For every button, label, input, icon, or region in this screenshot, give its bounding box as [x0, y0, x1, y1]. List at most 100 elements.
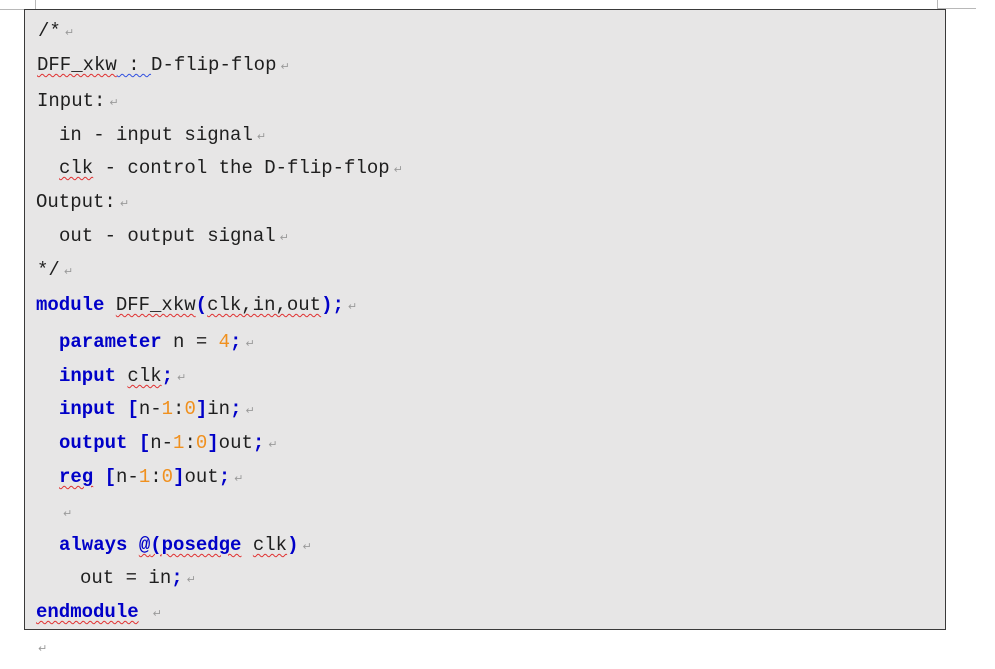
module-title-desc: D-flip-flop	[151, 54, 277, 76]
out-param-desc: out - output signal	[59, 225, 276, 247]
paragraph-mark: ↵	[393, 163, 403, 176]
paragraph-mark: ↵	[109, 96, 119, 109]
code-line-13: output [n-1:0]out;↵	[59, 431, 278, 455]
code-block: /*↵ DFF_xkw : D-flip-flop↵ Input:↵ in - …	[24, 9, 946, 630]
paragraph-mark: ↵	[119, 197, 130, 210]
semicolon: ;	[171, 567, 183, 589]
range-n: n-	[150, 432, 174, 454]
out-port: out	[218, 432, 253, 454]
code-line-9: module DFF_xkw(clk,in,out);↵	[36, 293, 357, 317]
code-line-15-empty: ↵	[59, 500, 72, 524]
semicolon: ;	[161, 365, 174, 387]
paragraph-mark: ↵	[152, 607, 162, 620]
code-line-7: out - output signal↵	[59, 224, 289, 248]
paragraph-mark: ↵	[177, 371, 187, 384]
in-param-name: in	[59, 124, 82, 146]
in-param-desc: - input signal	[81, 124, 253, 146]
comment-close: */	[37, 259, 60, 281]
semicolon: ;	[230, 398, 242, 420]
input-keyword: input	[59, 365, 117, 387]
paragraph-mark: ↵	[63, 265, 74, 278]
at-sign: @	[138, 534, 151, 556]
paragraph-mark: ↵	[347, 300, 358, 313]
clk-param-name: clk	[59, 157, 94, 179]
param-value: 4	[218, 331, 231, 353]
port-paren-open: (	[195, 294, 208, 316]
out-port: out	[184, 466, 219, 488]
port-list: clk,in,out	[207, 294, 322, 316]
range-n: n-	[116, 466, 139, 488]
paragraph-mark: ↵	[245, 337, 255, 350]
code-line-18: endmodule ↵	[36, 600, 162, 624]
semicolon: ;	[218, 466, 231, 488]
paragraph-mark: ↵	[279, 231, 289, 244]
parameter-keyword: parameter	[59, 331, 162, 353]
code-line-2: DFF_xkw : D-flip-flop↵	[37, 53, 290, 77]
paragraph-mark: ↵	[234, 472, 244, 485]
range-one: 1	[161, 398, 174, 420]
paragraph-mark: ↵	[280, 60, 290, 73]
bracket-open: [	[138, 432, 151, 454]
code-line-8: */↵	[37, 258, 73, 282]
range-zero: 0	[161, 466, 174, 488]
title-separator: :	[116, 54, 152, 76]
code-line-3: Input:↵	[37, 89, 119, 113]
range-one: 1	[173, 432, 185, 454]
range-zero: 0	[195, 432, 208, 454]
paren-open: (	[150, 534, 162, 556]
always-keyword: always	[59, 534, 128, 556]
module-title-name: DFF_xkw	[37, 54, 117, 76]
page-corner-mark-right	[937, 0, 976, 9]
bracket-close: ]	[207, 432, 219, 454]
output-keyword: output	[59, 432, 128, 454]
param-assign: n =	[161, 331, 219, 353]
paragraph-mark: ↵	[63, 507, 73, 520]
paragraph-mark: ↵	[64, 26, 75, 39]
range-colon: :	[173, 398, 185, 420]
paragraph-mark: ↵	[245, 404, 255, 417]
module-name: DFF_xkw	[115, 294, 196, 316]
code-line-1: /*↵	[38, 19, 74, 43]
bracket-close: ]	[195, 398, 208, 420]
code-line-12: input [n-1:0]in;↵	[59, 397, 255, 421]
semicolon: ;	[332, 294, 344, 316]
code-line-16: always @(posedge clk)↵	[59, 533, 312, 557]
code-line-17: out = in;↵	[80, 566, 196, 590]
paragraph-mark: ↵	[186, 573, 196, 586]
paren-close: )	[287, 534, 299, 556]
range-colon: :	[184, 432, 196, 454]
bracket-close: ]	[173, 466, 185, 488]
input-header: Input:	[37, 90, 106, 112]
clk-param-desc: - control the D-flip-flop	[93, 157, 390, 179]
endmodule-keyword: endmodule	[36, 601, 139, 623]
code-line-4: in - input signal↵	[59, 123, 266, 147]
posedge-keyword: posedge	[161, 534, 242, 556]
semicolon: ;	[252, 432, 265, 454]
code-line-10: parameter n = 4;↵	[59, 330, 255, 354]
input-keyword: input	[59, 398, 117, 420]
port-paren-close: )	[321, 294, 333, 316]
module-keyword: module	[36, 294, 105, 316]
clk-port: clk	[127, 365, 162, 387]
range-colon: :	[150, 466, 162, 488]
code-line-6: Output:↵	[36, 190, 129, 214]
code-line-11: input clk;↵	[59, 364, 186, 388]
range-one: 1	[138, 466, 151, 488]
reg-keyword: reg	[59, 466, 94, 488]
bracket-open: [	[127, 398, 139, 420]
clk-signal: clk	[252, 534, 288, 556]
output-header: Output:	[36, 191, 116, 213]
range-n: n-	[138, 398, 162, 420]
paragraph-mark: ↵	[302, 540, 312, 553]
assign-statement: out = in	[80, 567, 172, 589]
paragraph-mark: ↵	[268, 438, 278, 451]
in-port: in	[207, 398, 231, 420]
paragraph-mark: ↵	[256, 130, 267, 143]
comment-open: /*	[38, 20, 61, 42]
page-corner-mark-left	[0, 0, 36, 10]
code-line-14: reg [n-1:0]out;↵	[59, 465, 243, 489]
code-line-5: clk - control the D-flip-flop↵	[59, 156, 403, 180]
range-zero: 0	[184, 398, 196, 420]
semicolon: ;	[230, 331, 242, 353]
bracket-open: [	[104, 466, 117, 488]
